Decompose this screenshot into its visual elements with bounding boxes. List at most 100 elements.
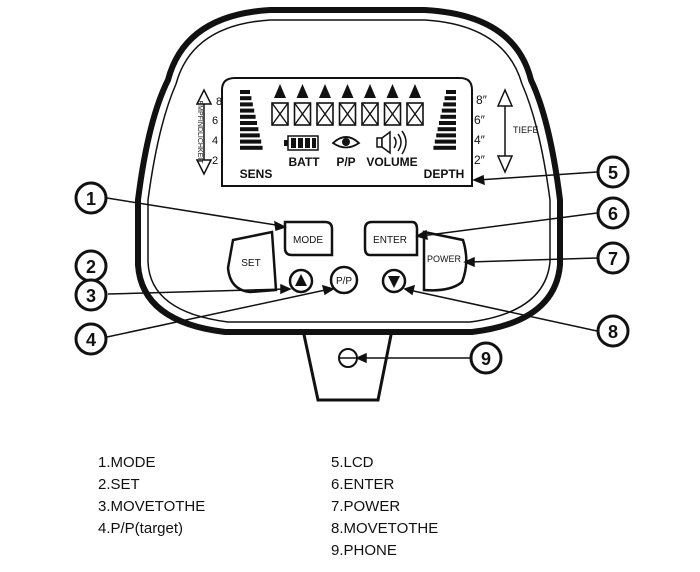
left-scale: EMPFINDLICHKEIT 8 6 4 2 bbox=[195, 88, 222, 176]
target-indicator-triangle bbox=[409, 84, 421, 98]
target-indicator-triangle bbox=[341, 84, 354, 98]
callout-3: 3 bbox=[74, 278, 108, 312]
sens-bar-segment bbox=[240, 102, 253, 107]
leader-lines bbox=[106, 171, 598, 364]
pp-button[interactable]: P/P bbox=[329, 265, 359, 295]
lcd-label-volume: VOLUME bbox=[366, 155, 417, 169]
depth-bar-segment bbox=[439, 121, 456, 125]
target-indicator-triangle bbox=[386, 84, 399, 98]
mode-button[interactable]: MODE bbox=[283, 220, 334, 257]
callout-4-number: 4 bbox=[86, 330, 96, 350]
target-digit-cell bbox=[338, 102, 357, 126]
target-digit-cell bbox=[383, 102, 402, 126]
depth-bar-segment bbox=[440, 114, 456, 119]
legend-item-8: 8.MOVETOTHE bbox=[331, 520, 439, 537]
right-scale-caption: TIEFE bbox=[513, 125, 539, 135]
legend-item-2: 2.SET bbox=[98, 476, 140, 493]
eye-icon bbox=[331, 136, 361, 149]
callout-6-number: 6 bbox=[608, 204, 618, 224]
callout-1-number: 1 bbox=[86, 189, 96, 209]
right-scale: TIEFE 8″ 6″ 4″ 2″ bbox=[474, 88, 539, 174]
target-indicator-triangle bbox=[296, 84, 309, 98]
sens-bar-segment bbox=[240, 133, 260, 138]
right-scale-tick-4: 2″ bbox=[474, 153, 486, 167]
depth-bar-segment bbox=[434, 139, 456, 144]
depth-bar-segment bbox=[443, 102, 456, 107]
sens-bar-segment bbox=[240, 96, 252, 101]
sens-bar-segment bbox=[240, 127, 259, 132]
sens-bar-segment bbox=[240, 108, 255, 113]
callout-6: 6 bbox=[596, 196, 630, 230]
right-scale-tick-1: 8″ bbox=[476, 93, 488, 107]
legend-item-3: 3.MOVETOTHE bbox=[98, 498, 206, 515]
depth-bar-segment bbox=[433, 145, 456, 150]
battery-icon bbox=[284, 135, 319, 151]
lcd-label-batt: BATT bbox=[288, 155, 320, 169]
depth-bar-segment bbox=[437, 127, 456, 132]
target-indicator-triangle bbox=[364, 84, 376, 98]
target-digit-cell bbox=[271, 102, 289, 126]
left-scale-tick-2: 6 bbox=[212, 115, 218, 127]
down-button[interactable] bbox=[381, 268, 407, 294]
callout-7-number: 7 bbox=[608, 249, 618, 269]
callout-9-number: 9 bbox=[481, 349, 491, 369]
power-button[interactable]: POWER bbox=[422, 230, 468, 292]
depth-bar-graph bbox=[433, 90, 456, 150]
legend-item-7: 7.POWER bbox=[331, 498, 401, 515]
depth-bar-segment bbox=[444, 96, 456, 101]
target-digit-cell bbox=[316, 102, 334, 126]
sens-bar-segment bbox=[240, 114, 256, 119]
right-scale-tick-2: 6″ bbox=[474, 113, 486, 127]
sens-bar-graph bbox=[240, 90, 263, 150]
callout-5-number: 5 bbox=[608, 163, 618, 183]
lcd-label-pp: P/P bbox=[336, 155, 355, 169]
sens-bar-segment bbox=[240, 121, 257, 125]
left-scale-tick-4: 2 bbox=[212, 155, 218, 167]
pp-button-label: P/P bbox=[336, 276, 352, 287]
sens-bar-segment bbox=[240, 145, 263, 150]
callout-8-number: 8 bbox=[608, 322, 618, 342]
depth-bar-segment bbox=[446, 90, 456, 94]
set-button-label: SET bbox=[241, 258, 260, 269]
sens-bar-segment bbox=[240, 139, 262, 144]
down-arrow-icon bbox=[388, 276, 400, 288]
legend-item-4: 4.P/P(target) bbox=[98, 520, 184, 537]
sens-bar-segment bbox=[240, 90, 250, 94]
callout-4: 4 bbox=[74, 322, 108, 356]
legend-item-6: 6.ENTER bbox=[331, 476, 395, 493]
right-scale-tick-3: 4″ bbox=[474, 133, 486, 147]
target-digit-cell bbox=[406, 102, 424, 126]
lcd-label-sens: SENS bbox=[240, 167, 273, 181]
depth-bar-segment bbox=[436, 133, 456, 138]
callout-5: 5 bbox=[596, 155, 630, 189]
target-indicator-triangle bbox=[274, 84, 286, 98]
left-scale-caption: EMPFINDLICHKEIT bbox=[196, 100, 203, 164]
set-button[interactable]: SET bbox=[226, 230, 278, 294]
target-digit-cell bbox=[293, 102, 312, 126]
legend-left: 1.MODE 2.SET 3.MOVETOTHE 4.P/P(target) bbox=[98, 452, 205, 540]
callout-3-number: 3 bbox=[86, 286, 96, 306]
phone-jack-icon[interactable] bbox=[338, 348, 358, 368]
up-button[interactable] bbox=[288, 268, 314, 294]
target-digit-row bbox=[271, 84, 424, 126]
callout-8: 8 bbox=[596, 314, 630, 348]
callout-9: 9 bbox=[469, 341, 503, 375]
lcd-label-depth: DEPTH bbox=[424, 167, 465, 181]
legend-item-5: 5.LCD bbox=[331, 454, 374, 471]
enter-button[interactable]: ENTER bbox=[363, 220, 419, 257]
power-button-label: POWER bbox=[427, 254, 462, 264]
legend-right: 5.LCD 6.ENTER 7.POWER 8.MOVETOTHE 9.PHON… bbox=[331, 452, 438, 562]
enter-button-label: ENTER bbox=[373, 235, 407, 246]
up-arrow-icon bbox=[295, 274, 307, 286]
legend-item-9: 9.PHONE bbox=[331, 542, 397, 559]
callout-1: 1 bbox=[74, 181, 108, 215]
control-box-inner bbox=[147, 19, 551, 323]
target-digit-cell bbox=[361, 102, 379, 126]
depth-bar-segment bbox=[441, 108, 456, 113]
left-scale-tick-1: 8 bbox=[216, 96, 222, 108]
callout-2: 2 bbox=[74, 249, 108, 283]
target-indicator-triangle bbox=[319, 84, 331, 98]
left-scale-tick-3: 4 bbox=[212, 135, 218, 147]
callout-7: 7 bbox=[596, 241, 630, 275]
